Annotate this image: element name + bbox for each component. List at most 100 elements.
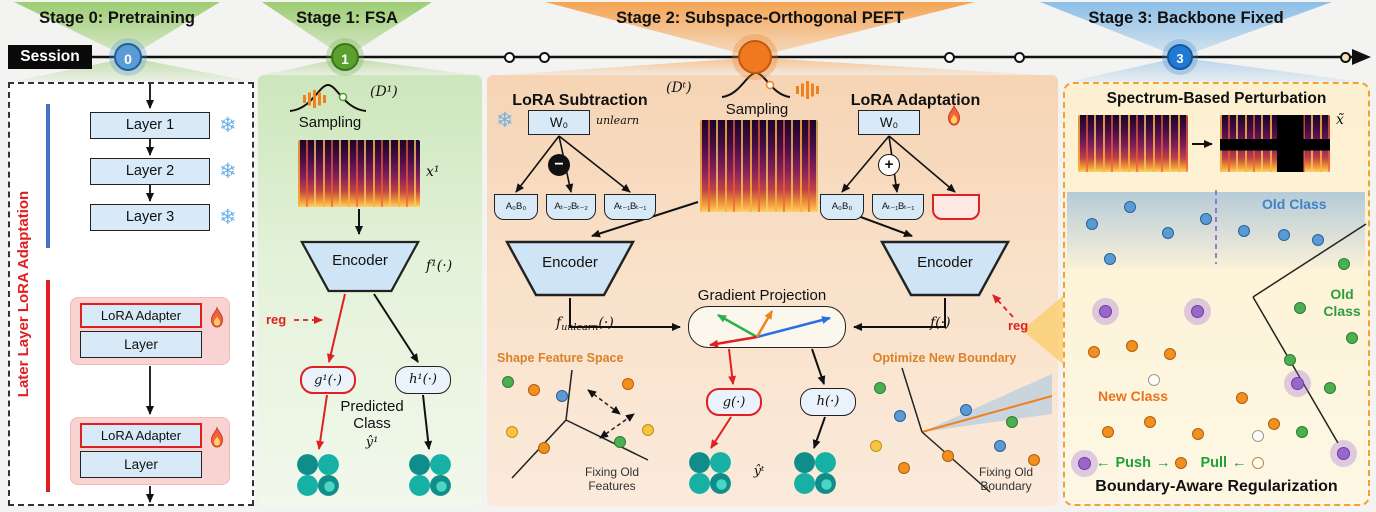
pull-arrow-left: ← [1232,455,1247,471]
predicted-class-label: Predicted Class ŷ¹ [327,398,417,450]
old-class-dot [1284,354,1296,366]
spectrum-perturbation-title: Spectrum-Based Perturbation [1106,90,1327,107]
boundary-dot [960,404,972,416]
stage2-beam-lower [487,58,1058,76]
boundary-anchor-dot [1191,305,1204,318]
stage0-title: Stage 0: Pretraining [39,9,195,27]
projection-head-stage2: g(·) [706,388,762,416]
old-class-dot [1324,382,1336,394]
lora-matrix-box: Aₜ₋₂Bₜ₋₂ [546,194,596,220]
sampling-label-stage1: Sampling [298,114,362,131]
encoder-stage1 [300,240,420,293]
legend-open-dot [1251,457,1264,469]
session-tick [1014,52,1025,63]
encoder-fn-unlearn: funlearn(·) [556,315,666,333]
shape-feature-space-title: Shape Feature Space [497,351,624,365]
optimize-new-boundary-title: Optimize New Boundary [872,351,1017,365]
boundary-dot [942,450,954,462]
new-class-dot [1164,348,1176,360]
pred-symbol-stage1: ŷ¹ [365,434,379,450]
sampling-label-stage2: Sampling [725,101,789,118]
boundary-anchor-dot [1099,305,1112,318]
minus-operator: − [548,154,570,176]
snowflake-icon: ❄ [219,206,237,229]
session-tick [504,52,515,63]
predicted-line2: Class [353,415,391,433]
lora-layer-box: Layer [80,451,202,478]
unlabeled-dot [1148,374,1160,386]
old-class-dot [1238,225,1250,237]
w0-box-left: W₀ [528,110,590,135]
unlearn-label: unlearn [596,114,640,127]
encoder-label-stage2-left: Encoder [542,254,598,271]
legend-purple-dot [1078,456,1091,470]
legend-orange-dot [1175,457,1188,469]
stage3-beam-lower [1063,58,1370,83]
stage1-header: Stage 1: FSA [262,7,432,29]
layer3-box: Layer 3 [90,204,210,231]
gradient-projection-box [688,306,846,348]
snowflake-icon: ❄ [219,160,237,183]
encoder-fn-right: f(·) [930,315,951,331]
encoder-fn-stage1: f¹(·) [426,258,453,274]
lora-matrix-box: A₀B₀ [820,194,864,220]
old-class-dot [1104,253,1116,265]
old-class-dot [1296,426,1308,438]
boundary-dot [994,440,1006,452]
boundary-dot [1028,454,1040,466]
fire-icon [210,426,224,448]
old-class-dot [1124,201,1136,213]
session-marker-t [738,40,772,74]
old-class-dot [1200,213,1212,225]
lora-adapter-box: LoRA Adapter [80,303,202,328]
projection-head-stage1: g¹(·) [300,366,356,394]
boundary-anchor-dot [1337,447,1350,460]
spectrogram-stage2 [700,120,818,212]
feature-dot [528,384,540,396]
stage2-title: Stage 2: Subspace-Orthogonal PEFT [616,9,904,27]
spectrogram-stage3-masked [1220,115,1330,172]
encoder-label-stage2-right: Encoder [917,254,973,271]
dataset-label-stage1: (D¹) [370,84,398,100]
feature-dot [556,390,568,402]
fn-rest: (·) [598,315,614,331]
gradient-projection-label: Gradient Projection [697,287,827,304]
new-lora-box [932,194,980,220]
plus-operator: + [878,154,900,176]
reg-label-stage1: reg [266,312,287,327]
session-tick [944,52,955,63]
boundary-dot [870,440,882,452]
snowflake-icon: ❄ [496,109,514,132]
classifier-head-stage1: h¹(·) [395,366,451,394]
encoder-label-stage1: Encoder [332,252,388,269]
spectrogram-stage1 [298,140,420,207]
new-class-label: New Class [1098,388,1169,404]
new-class-dot [1192,428,1204,440]
old-class-dot [1312,234,1324,246]
push-label: Push [1115,455,1151,471]
lora-layer-box: Layer [80,331,202,358]
feature-dot [614,436,626,448]
encoder-stage2-left [505,240,635,297]
snowflake-icon: ❄ [219,114,237,137]
dataset-label-stage2: (Dᵗ) [666,80,692,96]
fire-icon [210,306,224,328]
old-class-dot [1294,302,1306,314]
new-class-dot [1144,416,1156,428]
predicted-line1: Predicted [340,398,404,415]
fn-base: f [556,315,562,331]
trainable-span-bar [46,280,50,492]
session-label: Session [8,45,92,69]
lora-matrix-box: Aₜ₋₁Bₜ₋₁ [604,194,656,220]
boundary-dot [898,462,910,474]
session-marker-0: 0 [114,43,142,71]
stage3-title: Stage 3: Backbone Fixed [1088,9,1284,27]
session-marker-3: 3 [1167,44,1193,70]
class-clover-icon [409,454,451,496]
old-class-green-label: Old Class [1323,286,1361,319]
feature-dot [502,376,514,388]
feature-dot [506,426,518,438]
push-arrow-left: ← [1096,455,1111,471]
pred-symbol-stage2: ŷᵗ [753,464,765,479]
stage1-beam-lower [258,58,482,76]
